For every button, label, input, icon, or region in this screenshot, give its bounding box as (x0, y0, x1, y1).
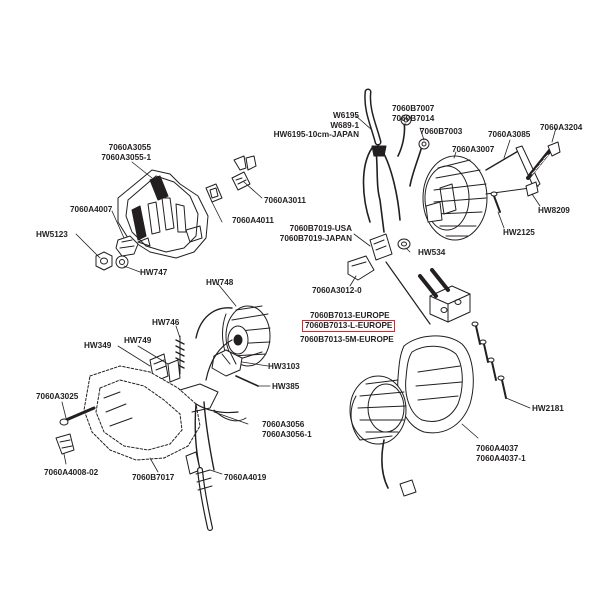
label-7060A3012-0: 7060A3012-0 (312, 286, 362, 295)
label-HW748: HW748 (206, 278, 234, 287)
washer-HW534 (397, 238, 411, 250)
label-HW749: HW749 (124, 336, 152, 345)
lower-cord (381, 439, 417, 497)
front-grille-7060A4037 (397, 335, 474, 434)
label-7060A3056: 7060A3056 7060A3056-1 (262, 420, 312, 439)
label-7060A3007: 7060A3007 (452, 145, 495, 154)
knob-7060A4008-02 (55, 433, 75, 455)
label-7060A4011: 7060A4011 (232, 216, 274, 225)
label-7060A4037: 7060A4037 7060A4037-1 (476, 444, 526, 463)
label-7060A4008-02: 7060A4008-02 (44, 468, 99, 477)
ring-terminal-7060B7007 (397, 114, 412, 157)
cable-7060A3056 (185, 401, 215, 475)
label-7060B7007: 7060B7007 7060B7014 (392, 104, 435, 123)
armature-HW3103 (211, 349, 243, 377)
label-7060B7013-L-EUROPE-highlighted: 7060B7013-L-EUROPE (302, 320, 396, 332)
label-7060B7019: 7060B7019-USA 7060B7019-JAPAN (279, 224, 352, 243)
cord-clamp-7060A3012-0 (347, 255, 375, 281)
label-HW534: HW534 (418, 248, 446, 257)
leader-lines (61, 115, 557, 475)
label-7060A4019: 7060A4019 (224, 473, 267, 482)
screw-7060A3204 (526, 141, 561, 180)
label-HW747: HW747 (140, 268, 168, 277)
main-housing-7060B7017 (83, 339, 247, 461)
label-7060B7013-5M-EUROPE: 7060B7013-5M-EUROPE (300, 335, 394, 344)
nut-HW5123 (95, 251, 113, 271)
label-HW5123: HW5123 (36, 230, 68, 239)
bushing-7060A4011 (205, 183, 223, 203)
label-7060A3055: 7060A3055 7060A3055-1 (101, 143, 151, 162)
cord-guard-7060A4019 (195, 467, 213, 531)
power-cord-W6195 (362, 88, 401, 233)
clip-HW8209 (525, 181, 539, 197)
spring-HW746 (175, 335, 185, 375)
terminal-block-7060B7013 (385, 261, 471, 325)
washer-HW747 (115, 255, 129, 269)
label-7060A3204: 7060A3204 (540, 123, 583, 132)
fan-cage (349, 375, 407, 445)
connector-7060B7019 (369, 233, 393, 261)
label-7060B7013-EUROPE: 7060B7013-EUROPE (310, 311, 390, 320)
label-HW8209: HW8209 (538, 206, 570, 215)
label-HW349: HW349 (84, 341, 112, 350)
pin-HW385 (235, 375, 259, 387)
label-7060A3011: 7060A3011 (264, 196, 306, 205)
label-7060A4007: 7060A4007 (70, 205, 113, 214)
switch-knob-7060A4007 (115, 235, 139, 257)
switch-7060A3011 (231, 155, 257, 191)
fan-motor-HW748 (195, 305, 271, 367)
finned-back-plate-7060A3007 (422, 155, 488, 241)
screws-HW2181 (471, 321, 507, 399)
label-HW746: HW746 (152, 318, 180, 327)
label-7060A3025: 7060A3025 (36, 392, 79, 401)
label-7060B7003: 7060B7003 (420, 127, 463, 136)
label-7060B7017: 7060B7017 (132, 473, 175, 482)
label-HW2125: HW2125 (503, 228, 535, 237)
screw-7060A3025 (59, 406, 96, 426)
rear-housing-7060A3055 (117, 169, 209, 259)
brush-HW749 (167, 359, 181, 383)
label-HW3103: HW3103 (268, 362, 300, 371)
label-HW385: HW385 (272, 382, 300, 391)
label-wires-W6195: W6195 W689-1 HW6195-10cm-JAPAN (273, 111, 359, 140)
screw-HW2125 (490, 191, 501, 213)
label-HW2181: HW2181 (532, 404, 564, 413)
label-7060A3085: 7060A3085 (488, 130, 531, 139)
